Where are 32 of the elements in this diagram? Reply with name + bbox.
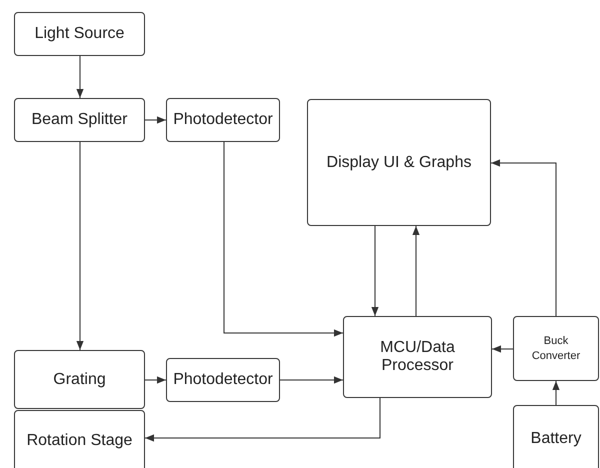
process-box (513, 316, 599, 381)
box-label: Rotation Stage (26, 432, 132, 450)
box-label: Display UI & Graphs (326, 154, 472, 172)
box-label: Beam Splitter (31, 111, 128, 129)
process-box (513, 405, 599, 468)
arrow (144, 116, 166, 124)
process-box (14, 410, 145, 468)
arrow (144, 376, 166, 384)
process-box (14, 350, 145, 409)
arrow (224, 142, 344, 337)
box-label: Photodetector (173, 111, 273, 129)
arrow (490, 159, 556, 316)
process-box (343, 316, 492, 398)
arrow (76, 56, 84, 98)
process-box (14, 12, 145, 56)
box-label: Photodetector (173, 371, 273, 389)
arrow (412, 226, 420, 316)
process-box (166, 98, 280, 142)
box-label: Light Source (34, 25, 124, 43)
box-label: MCU/Data Processor (379, 339, 456, 375)
box-label: Grating (53, 370, 106, 388)
process-box (307, 99, 491, 226)
process-box (166, 358, 280, 402)
arrow (371, 226, 379, 316)
arrow (76, 142, 84, 350)
process-box (14, 98, 145, 142)
box-label: Battery (530, 430, 582, 448)
arrow (552, 380, 560, 406)
arrow (144, 398, 380, 442)
arrow (280, 376, 344, 384)
box-label: Buck Converter (530, 334, 582, 364)
arrow (492, 345, 514, 353)
